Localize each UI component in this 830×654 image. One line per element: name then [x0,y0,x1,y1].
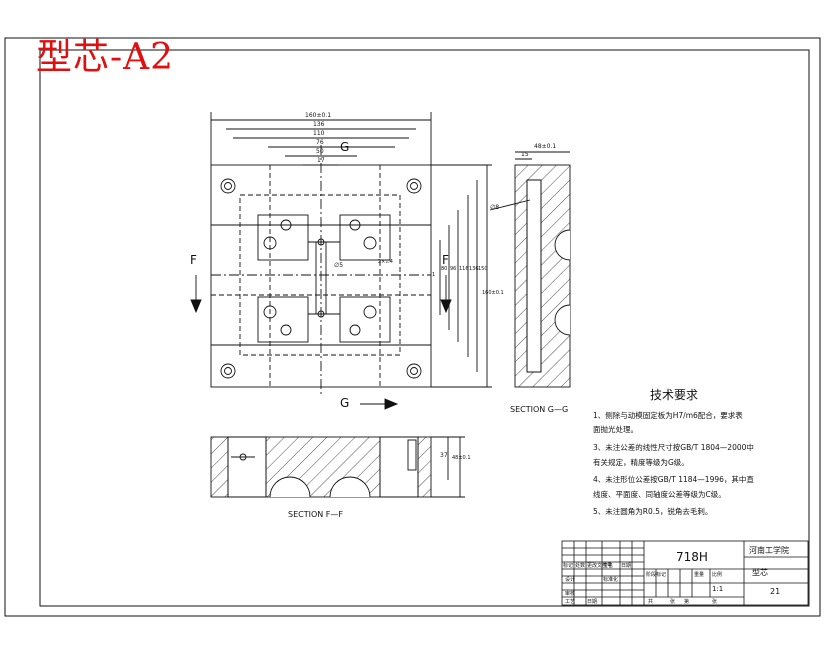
tb-ratio: 比例 [712,572,723,578]
dim-hole-small: ∅5 [334,262,344,269]
dim-top-3: 76 [316,139,324,146]
section-gg-dim-small: 15 [521,151,529,158]
section-g-label-bottom: G [340,396,350,410]
tb-sheet-unit-1: 张 [670,599,676,605]
title-block-material: 718H [676,550,708,564]
dim-right-3: 116 [459,266,469,272]
tb-sheet-index: 第 [684,599,690,605]
section-f-label-left: F [190,253,197,267]
sheet-title: 型芯-A2 [36,37,175,78]
tb-header-3: 签名 [603,563,614,569]
dim-top-1: 136 [313,121,325,128]
title-block-sheet-no: 21 [770,587,781,596]
dim-hole-pair: 2×∅4 [378,259,393,265]
tb-review: 审核 [565,591,576,597]
tb-header-0: 标记 [563,563,574,569]
dim-right-4: 136 [469,266,479,272]
section-ff-dim-h2: 48±0.1 [452,455,471,461]
tech-req-line-2: 3、未注公差的线性尺寸按GB/T 1804—2000中 [593,443,754,452]
section-ff-caption: SECTION F—F [288,510,343,519]
dim-right-6: 160±0.1 [482,290,504,296]
section-ff-view [210,436,465,498]
dim-top-4: 50 [316,148,324,155]
dim-top-2: 110 [313,130,325,137]
tech-req-line-5: 线度、平面度、同轴度公差等级为C级。 [593,490,726,499]
section-gg-callout: ∅8 [490,204,500,211]
tb-sheet-unit-2: 张 [712,599,718,605]
section-f-label-right: F [442,253,449,267]
dim-top-5: 17 [317,157,325,164]
tb-header-1: 处数 [575,563,586,569]
tech-req-line-0: 1、侧除与动模固定板为H7/m6配合，要求表 [593,411,743,420]
dim-right-1: 80 [441,266,448,272]
section-gg-dim-top: 48±0.1 [534,143,557,150]
plan-view [190,112,492,410]
title-block-grid [561,540,809,606]
tb-design: 设计 [565,577,576,583]
tb-header-2: 更改文件号 [587,563,613,569]
tb-weight: 重量 [694,572,705,578]
tb-stage: 阶段标记 [646,572,667,578]
dim-right-0: 1 [432,272,436,278]
tech-req-line-1: 面抛光处理。 [593,425,638,434]
section-ff-dim-h1: 37 [440,452,448,459]
outer-border [4,37,821,617]
tb-standardize: 标准化 [603,577,619,583]
tech-req-line-3: 有关规定，精度等级为G级。 [593,458,689,467]
title-block-part-name: 型芯 [752,568,768,577]
tech-requirements-heading: 技术要求 [650,388,699,402]
section-g-label-top: G [340,140,350,154]
dim-top-0: 160±0.1 [305,112,332,119]
title-block-scale: 1:1 [712,585,724,593]
tb-header-4: 日期 [621,563,632,569]
tb-process: 工艺 [565,599,576,605]
title-block-school: 河南工学院 [749,546,789,555]
section-gg-view [489,151,571,388]
section-gg-caption: SECTION G—G [510,405,569,414]
tech-req-line-4: 4、未注形位公差按GB/T 1184—1996，其中直 [593,475,754,484]
dim-right-2: 96 [450,266,457,272]
tb-process-date: 日期 [587,599,598,605]
tech-req-line-6: 5、未注圆角为R0.5，锐角去毛刺。 [593,507,713,516]
dim-right-5: 150 [478,266,488,272]
inner-border [39,49,810,607]
tb-sheet-total: 共 [648,599,654,605]
